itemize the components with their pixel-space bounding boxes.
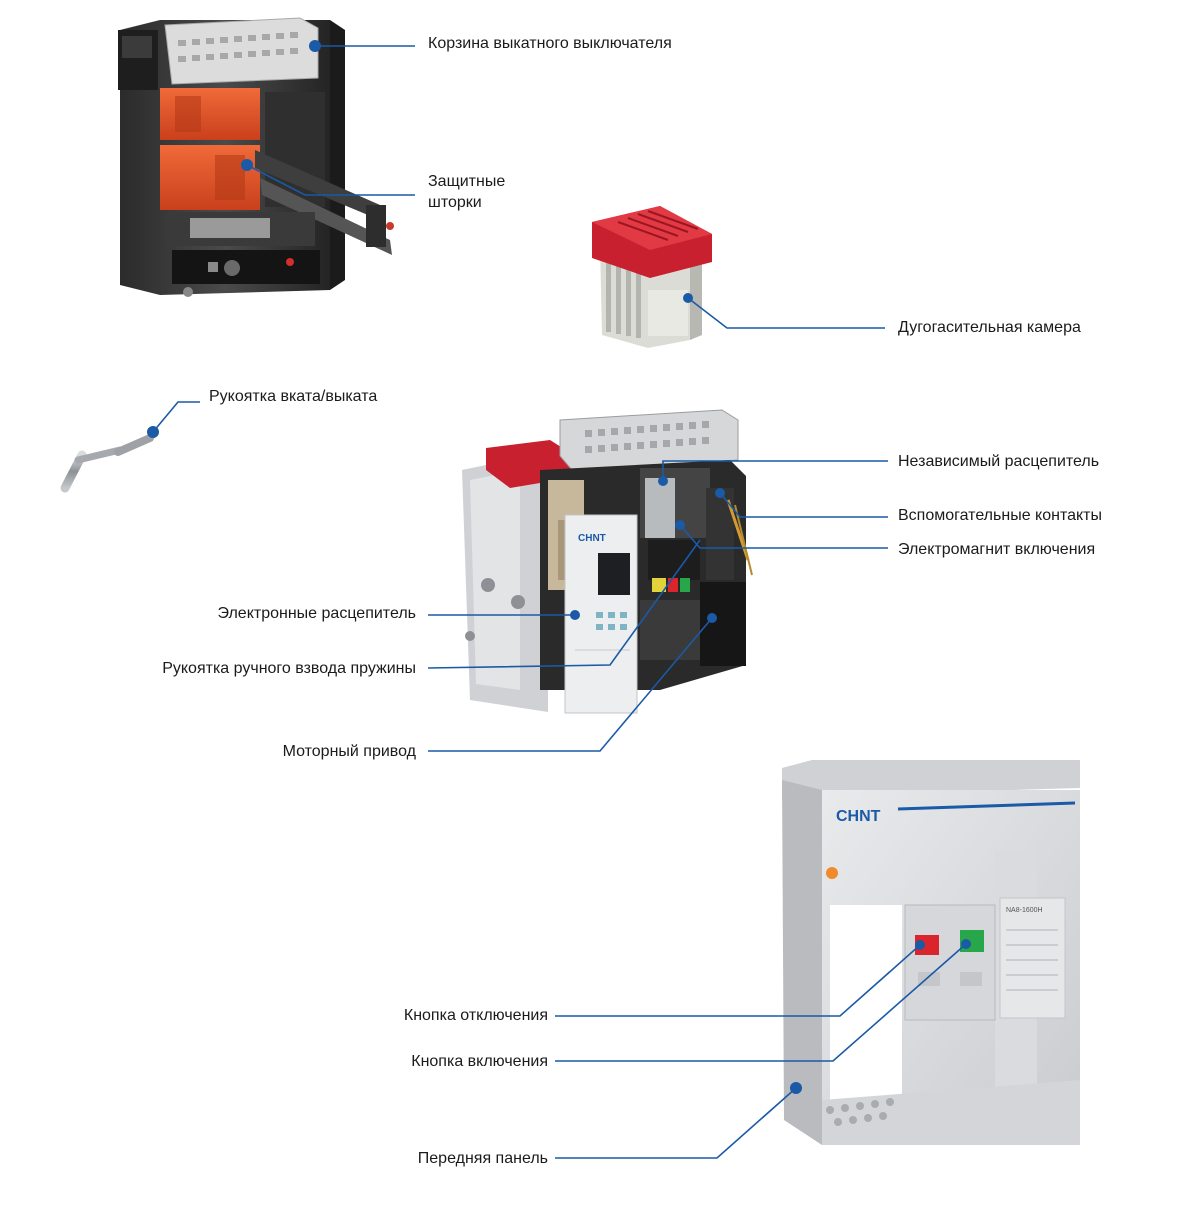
label-shutters-line2: шторки bbox=[428, 194, 482, 211]
panel-logo: CHNT bbox=[836, 808, 881, 825]
label-front-panel: Передняя панель bbox=[417, 1150, 548, 1167]
label-closing-magnet: Электромагнит включения bbox=[898, 541, 1096, 558]
label-electronic-release: Электронные расцепитель bbox=[217, 605, 417, 622]
front-panel-image: NA8-1600H CHNT bbox=[782, 760, 1080, 1145]
label-aux-contacts: Вспомогательные контакты bbox=[898, 507, 1102, 524]
breaker-image: CHNT bbox=[462, 409, 753, 714]
label-motor-drive: Моторный привод bbox=[282, 743, 416, 760]
label-on-button: Кнопка включения bbox=[411, 1053, 548, 1070]
trip-unit-logo: CHNT bbox=[578, 533, 606, 544]
label-basket: Корзина выкатного выключателя bbox=[428, 35, 672, 52]
label-shutters-line1: Защитные bbox=[428, 173, 506, 190]
label-handle: Рукоятка вката/выката bbox=[209, 388, 378, 405]
drawout-basket-image bbox=[118, 17, 394, 297]
label-arc-chamber: Дугогасительная камера bbox=[898, 319, 1081, 336]
off-button bbox=[915, 935, 939, 955]
leader-lines bbox=[152, 45, 967, 1159]
model-label: NA8-1600H bbox=[1006, 907, 1043, 914]
arc-chute-image bbox=[592, 206, 712, 348]
rack-handle-image bbox=[60, 426, 159, 493]
label-spring-handle: Рукоятка ручного взвода пружины bbox=[162, 660, 416, 677]
label-off-button: Кнопка отключения bbox=[403, 1007, 548, 1024]
label-shunt-release: Независимый расцепитель bbox=[898, 453, 1100, 470]
